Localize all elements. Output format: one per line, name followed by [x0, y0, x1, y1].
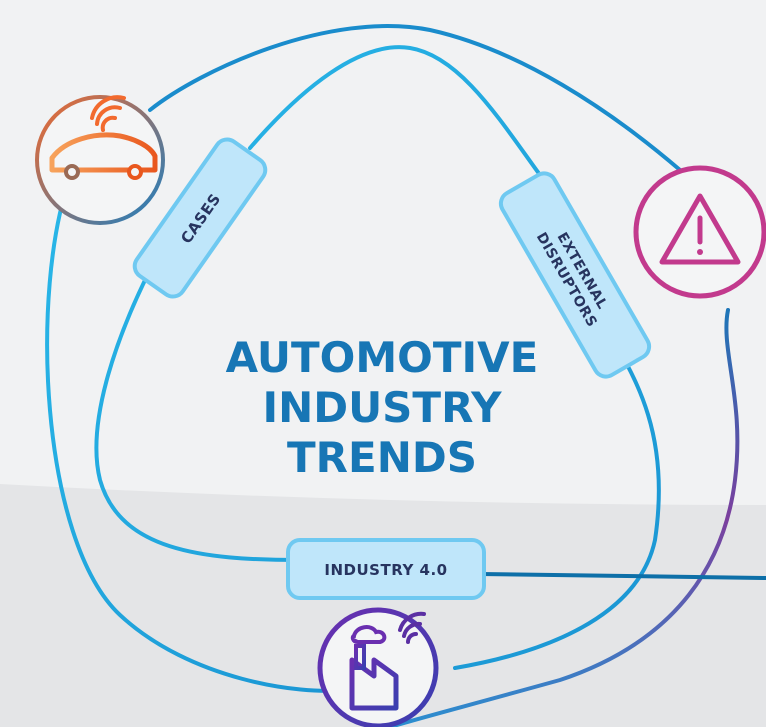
title-line-1: AUTOMOTIVE	[226, 333, 539, 382]
cases-pill: CASES	[132, 137, 268, 299]
title-line-3: TRENDS	[287, 433, 477, 482]
industry-connector-line	[478, 572, 766, 580]
warning-triangle-icon	[633, 165, 766, 299]
external-disruptors-pill: EXTERNAL DISRUPTORS	[498, 171, 652, 379]
floor-band	[0, 484, 766, 727]
industry-label: INDUSTRY 4.0	[324, 561, 447, 579]
top-arch-line	[148, 24, 682, 172]
industry-pill: INDUSTRY 4.0	[286, 538, 486, 600]
warning-connector-line	[388, 308, 740, 727]
outer-connector-line	[45, 176, 347, 693]
title-line-2: INDUSTRY	[262, 383, 502, 432]
inner-loop-line	[94, 45, 661, 670]
diagram-title: AUTOMOTIVE INDUSTRY TRENDS	[226, 333, 539, 482]
connected-car-icon	[35, 95, 165, 225]
smart-factory-icon	[317, 607, 439, 727]
